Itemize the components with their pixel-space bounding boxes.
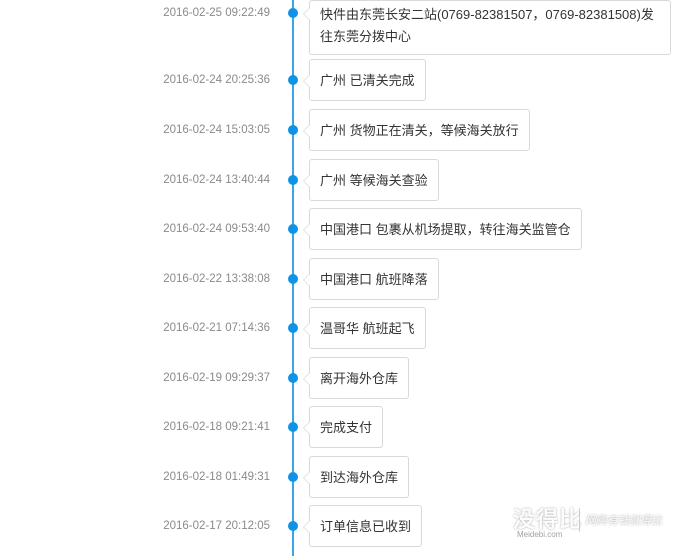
event-bubble: 完成支付 (302, 406, 384, 448)
timeline-dot-icon (288, 472, 298, 482)
watermark-logo: 没得比 (513, 507, 583, 532)
event-time: 2016-02-22 13:38:08 (163, 273, 270, 285)
event-bubble: 广州 已清关完成 (303, 59, 426, 101)
event-time: 2016-02-21 07:14:36 (163, 322, 270, 334)
timeline-dot-icon (288, 224, 298, 234)
event-bubble: 快件由东莞长安二站(0769-82381507，0769-82381508)发往… (303, 0, 671, 55)
event-time: 2016-02-19 09:29:37 (163, 372, 270, 384)
timeline-dot-icon (288, 521, 298, 531)
event-bubble: 订单信息已收到 (302, 505, 423, 547)
event-time: 2016-02-24 15:03:05 (163, 124, 270, 136)
event-bubble: 到达海外仓库 (302, 456, 410, 498)
timeline-dot-icon (288, 175, 298, 185)
event-time: 2016-02-24 09:53:40 (163, 223, 270, 235)
event-bubble: 广州 等候海关查验 (303, 159, 439, 201)
timeline-dot-icon (288, 8, 298, 18)
timeline-dot-icon (288, 125, 298, 135)
watermark-slogan: 网购有钱就得比 (585, 515, 662, 527)
event-time: 2016-02-18 01:49:31 (163, 471, 270, 483)
timeline-dot-icon (288, 274, 298, 284)
event-bubble: 中国港口 包裹从机场提取，转往海关监管仓 (303, 208, 582, 250)
timeline-dot-icon (288, 373, 298, 383)
event-bubble: 广州 货物正在清关，等候海关放行 (303, 109, 530, 151)
event-time: 2016-02-24 20:25:36 (163, 74, 270, 86)
event-time: 2016-02-24 13:40:44 (163, 174, 270, 186)
event-time: 2016-02-18 09:21:41 (163, 421, 270, 433)
event-bubble: 温哥华 航班起飞 (303, 307, 426, 349)
event-time: 2016-02-25 09:22:49 (163, 7, 270, 19)
event-time: 2016-02-17 20:12:05 (163, 520, 270, 532)
watermark-divider (579, 508, 580, 532)
timeline-dot-icon (288, 75, 298, 85)
watermark: 没得比 Meidebi.com 网购有钱就得比 (513, 500, 700, 544)
event-bubble: 离开海外仓库 (302, 357, 410, 399)
watermark-site: Meidebi.com (517, 530, 563, 539)
timeline-dot-icon (288, 323, 298, 333)
event-bubble: 中国港口 航班降落 (303, 258, 439, 300)
timeline-dot-icon (288, 422, 298, 432)
